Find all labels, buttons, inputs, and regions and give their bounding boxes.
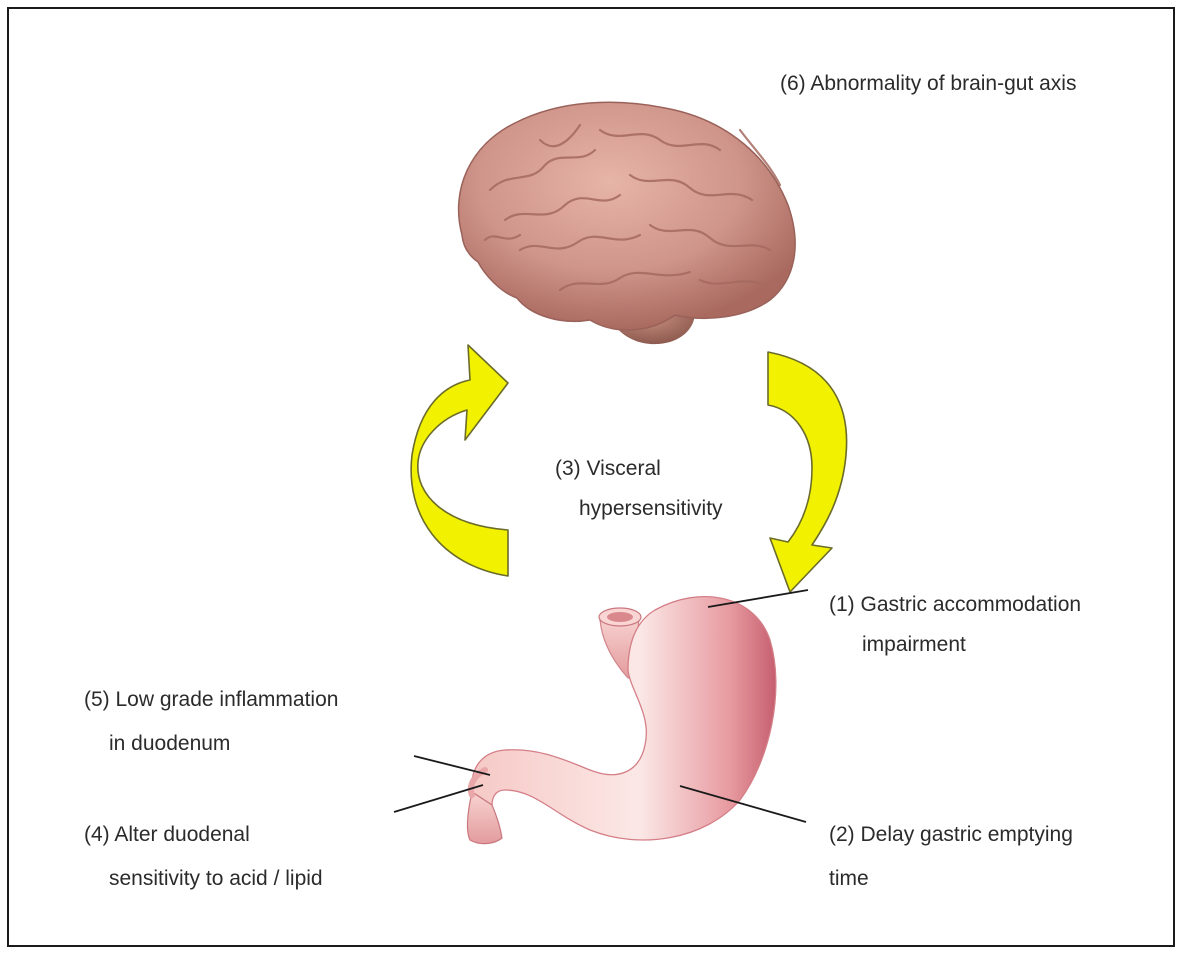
label-visceral-line2: hypersensitivity [579,498,723,519]
label-inflammation-line2: in duodenum [109,733,230,754]
label-gastric-accommodation-line1: (1) Gastric accommodation [829,594,1081,615]
label-duodenal-line2: sensitivity to acid / lipid [109,868,323,889]
label-gastric-accommodation-line2: impairment [862,634,966,655]
label-brain-gut-axis: (6) Abnormality of brain-gut axis [780,73,1076,94]
label-inflammation-line1: (5) Low grade inflammation [84,689,338,710]
duodenum [467,792,502,844]
label-visceral-line1: (3) Visceral [555,458,661,479]
label-emptying-line1: (2) Delay gastric emptying [829,824,1073,845]
brain-icon [459,102,796,344]
label-emptying-line2: time [829,868,869,889]
curved-arrow-up-icon [411,345,508,576]
stomach-icon [467,597,776,844]
curved-arrow-down-icon [768,352,847,592]
label-duodenal-line1: (4) Alter duodenal [84,824,250,845]
